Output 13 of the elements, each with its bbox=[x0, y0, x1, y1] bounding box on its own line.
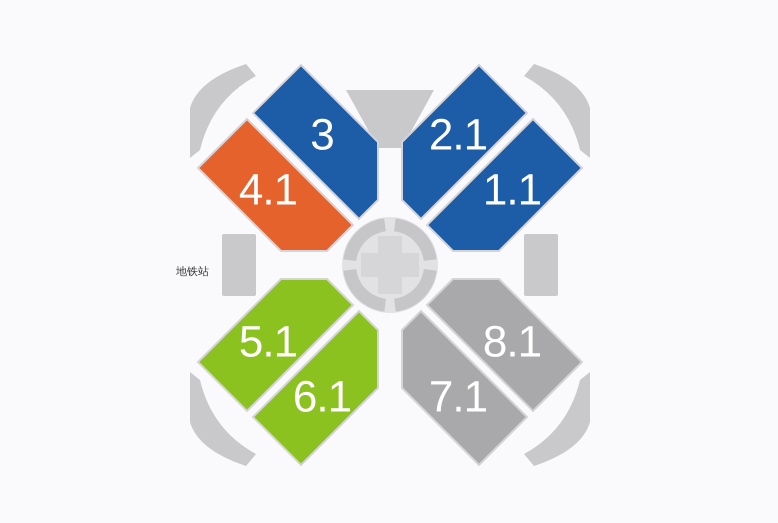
hall-number: 6.1 bbox=[292, 379, 352, 415]
exhibition-hall bbox=[196, 277, 355, 413]
hall-number: 2.1 bbox=[428, 117, 488, 153]
exhibition-hall bbox=[425, 117, 584, 253]
hall-number: 7.1 bbox=[428, 379, 488, 415]
metro-station-label: 地铁站 bbox=[176, 266, 209, 278]
hall-number: 4.1 bbox=[238, 172, 298, 208]
exhibition-hall bbox=[425, 277, 584, 413]
hall-number: 1.1 bbox=[482, 172, 542, 208]
hall-number: 3 bbox=[310, 117, 334, 153]
hall-number: 5.1 bbox=[238, 324, 298, 360]
exhibition-hall bbox=[196, 117, 355, 253]
hall-number: 8.1 bbox=[482, 324, 542, 360]
